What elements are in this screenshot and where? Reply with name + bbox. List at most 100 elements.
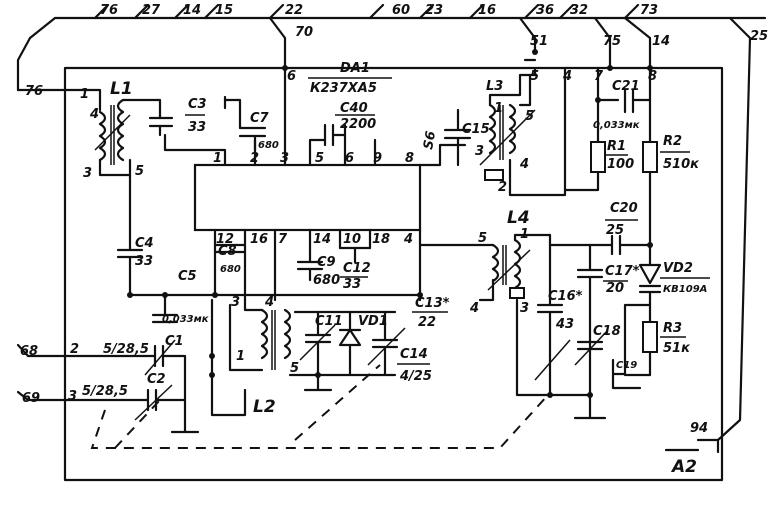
coil-l3 — [479, 66, 567, 197]
top-harness — [16, 3, 767, 454]
c16-value: 43 — [555, 317, 574, 332]
c8-label: C8 — [218, 244, 237, 259]
l3-pin-4: 4 — [519, 157, 529, 172]
junction-dots — [127, 49, 653, 398]
c14-value: 4/25 — [399, 369, 432, 384]
pin-6b: 6 — [345, 151, 354, 166]
top-pin-60: 60 — [392, 3, 410, 18]
l4-pin-4: 4 — [469, 301, 479, 316]
pin-14: 14 — [313, 232, 331, 247]
c5-label: C5 — [178, 269, 197, 284]
capacitor-c12 — [338, 246, 372, 264]
c15-label: C15 — [462, 122, 490, 137]
top-pin-73: 73 — [640, 3, 658, 18]
c17-label: C17* — [605, 264, 640, 279]
pin-8: 8 — [405, 151, 414, 166]
wire-70: 70 — [295, 25, 313, 40]
pin-2: 2 — [250, 151, 259, 166]
capacitor-c2 — [63, 384, 200, 434]
pin-1: 1 — [213, 151, 222, 166]
l1-pin-3: 3 — [83, 166, 92, 181]
c21-label: C21 — [612, 79, 640, 94]
top-pin-14: 14 — [183, 3, 201, 18]
l3-pin-2: 2 — [498, 180, 507, 195]
r1-value: 100 — [607, 157, 634, 172]
r3-label: R3 — [663, 321, 682, 336]
gang-link-c14 — [294, 364, 381, 441]
c7-value: 680 — [258, 140, 279, 151]
coil-l4 — [418, 233, 592, 397]
c11-label: C11 — [315, 314, 343, 329]
diode-vd2 — [638, 263, 662, 307]
pin-12: 12 — [216, 232, 234, 247]
c19-label: C19 — [616, 360, 637, 371]
capacitor-c20 — [548, 234, 652, 256]
capacitor-c9 — [296, 248, 324, 282]
capacitor-c1 — [63, 339, 187, 402]
pin-7: 7 — [278, 232, 288, 247]
capacitor-c4 — [116, 173, 144, 297]
c20-value: 25 — [606, 223, 624, 238]
top-pin-27: 27 — [142, 3, 161, 18]
top-pin-15: 15 — [215, 3, 233, 18]
pin-6: 6 — [287, 69, 296, 84]
c14-label: C14 — [400, 347, 428, 362]
c7-label: C7 — [250, 111, 270, 126]
coil-l2 — [210, 298, 292, 417]
c8-value: 680 — [220, 264, 241, 275]
c13-value: 22 — [418, 315, 436, 330]
capacitor-c19 — [611, 358, 642, 390]
l4-pin-3: 3 — [520, 301, 529, 316]
c18-label: C18 — [593, 324, 621, 339]
pin-5: 5 — [315, 151, 324, 166]
c2-value: 5/28,5 — [82, 384, 128, 399]
l3-pin-5: 5 — [525, 109, 534, 124]
l3-pin-1: 1 — [494, 101, 503, 116]
vd1-label: VD1 — [358, 314, 388, 329]
top-pin-36: 36 — [536, 3, 554, 18]
c21-value: 0,033мк — [593, 120, 640, 131]
l1-pin-5: 5 — [135, 164, 144, 179]
pin-3: 3 — [280, 151, 289, 166]
resistor-r1 — [563, 98, 606, 192]
ground-right — [573, 393, 607, 420]
l2-pin-4: 4 — [264, 295, 274, 310]
c2-label: C2 — [147, 372, 166, 387]
capacitor-c3 — [148, 116, 174, 137]
c1-value: 5/28,5 — [103, 342, 149, 357]
wire-75: 75 — [603, 34, 621, 49]
c5-value: 0,033мк — [162, 314, 209, 325]
pin-16: 16 — [250, 232, 268, 247]
pin8-lead — [418, 143, 467, 167]
top-pin-22: 22 — [285, 3, 303, 18]
vd2-value: КВ109А — [663, 284, 707, 295]
c4-value: 33 — [135, 254, 153, 269]
pin-10: 10 — [343, 232, 361, 247]
c1-label: C1 — [165, 334, 184, 349]
r1-label: R1 — [607, 139, 626, 154]
capacitor-c7 — [223, 98, 267, 152]
l4-pin-1: 1 — [520, 227, 529, 242]
top-pin-32: 32 — [570, 3, 588, 18]
capacitor-c8 — [213, 243, 247, 254]
c17-value: 20 — [606, 281, 624, 296]
l1-pin-1: 1 — [80, 87, 89, 102]
wire-25: 25 — [750, 29, 768, 44]
pin-4: 4 — [403, 232, 413, 247]
capacitor-c17 — [576, 243, 604, 397]
wire-69: 69 — [22, 391, 40, 406]
l4-label: L4 — [507, 208, 530, 228]
c20-label: C20 — [610, 201, 638, 216]
gang-link-c2 — [114, 399, 161, 449]
capacitor-c18 — [574, 329, 609, 366]
l3-term-4: 4 — [562, 69, 572, 84]
module-label: A2 — [670, 457, 697, 477]
c40-value: 2200 — [340, 117, 376, 132]
wire-76: 76 — [25, 84, 43, 99]
pin5-lead — [308, 138, 327, 167]
top-pin-16: 16 — [478, 3, 496, 18]
l2-pin-3: 3 — [231, 295, 240, 310]
r2-value: 510к — [663, 157, 700, 172]
c12-label: C12 — [343, 261, 371, 276]
